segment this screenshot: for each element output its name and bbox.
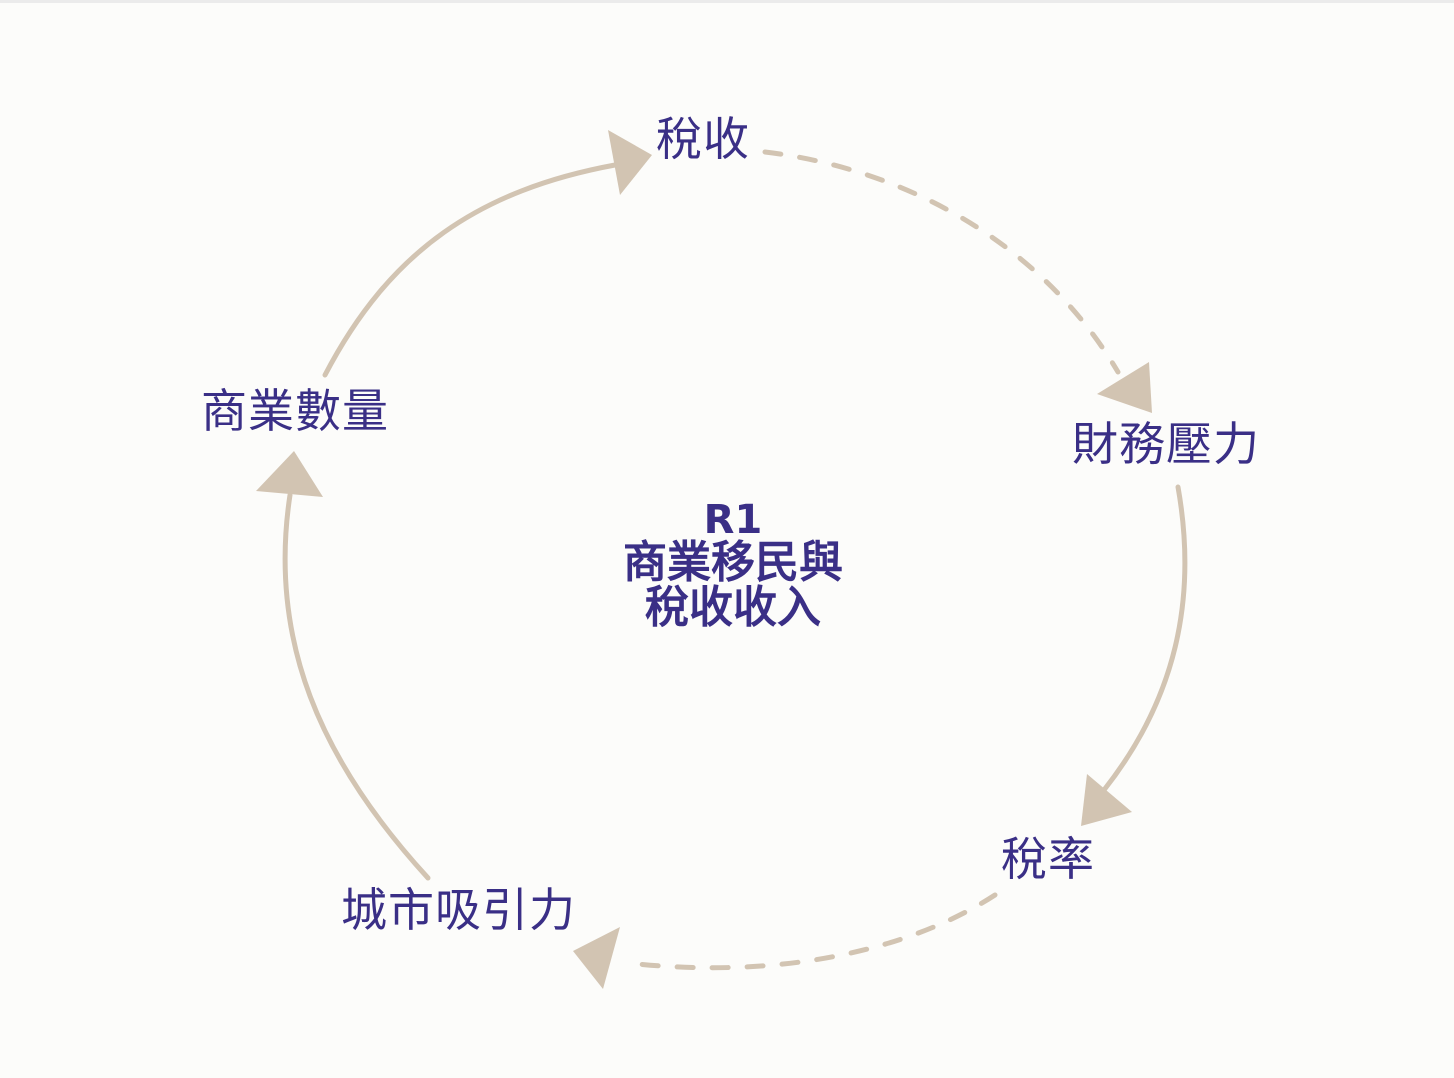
loop-label: R1 商業移民與 稅收收入 — [623, 500, 843, 631]
arrowhead-tax-rate — [1081, 774, 1132, 826]
node-city-attractiveness: 城市吸引力 — [341, 883, 576, 937]
loop-name-line-1: 商業移民與 — [623, 536, 843, 588]
link-tax-revenue-to-fiscal-pressure — [762, 149, 1121, 375]
link-business-count-to-tax-revenue — [322, 162, 618, 378]
node-tax-rate: 稅率 — [1001, 832, 1095, 886]
link-fiscal-pressure-to-tax-rate — [1101, 484, 1188, 793]
node-fiscal-pressure: 財務壓力 — [1072, 417, 1260, 471]
arrowhead-city-attractiveness — [573, 927, 620, 989]
node-business-count: 商業數量 — [201, 384, 389, 438]
arrowhead-fiscal-pressure — [1097, 362, 1152, 413]
link-city-attractiveness-to-business-count — [282, 492, 431, 881]
loop-name-line-2: 稅收收入 — [645, 581, 821, 633]
arrowhead-business-count — [256, 451, 323, 497]
node-tax-revenue: 稅收 — [656, 112, 750, 166]
link-tax-rate-to-city-attractiveness — [625, 892, 998, 971]
loop-id: R1 — [703, 497, 763, 543]
top-divider — [0, 0, 1454, 3]
arrowhead-tax-revenue — [608, 130, 652, 195]
